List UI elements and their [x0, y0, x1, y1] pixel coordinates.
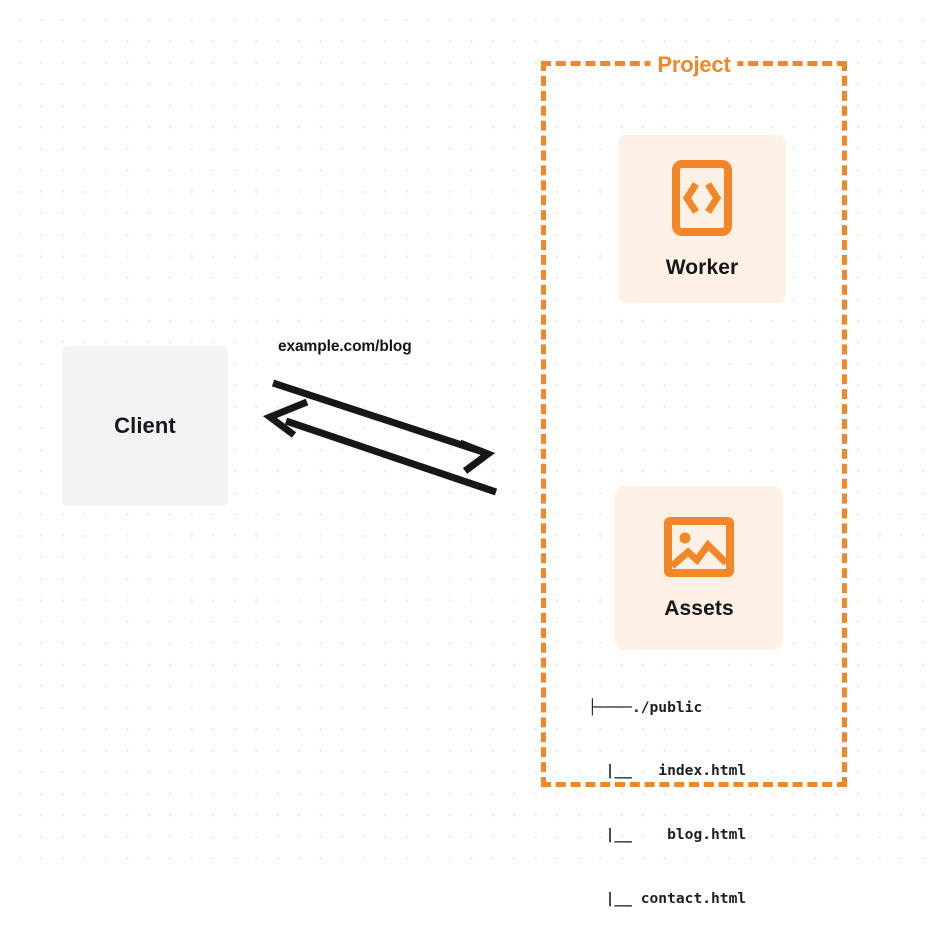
assets-node-label: Assets: [664, 596, 734, 620]
client-project-connector: [262, 379, 498, 496]
assets-node[interactable]: Assets: [615, 486, 783, 650]
file-tree-row: |__ index.html: [588, 760, 747, 781]
file-tree-row: |__ blog.html: [588, 824, 747, 845]
file-tree-row-name: blog.html: [631, 826, 747, 844]
client-node-label: Client: [114, 413, 176, 438]
diagram-canvas: Client example.com/blog Project: [0, 0, 938, 907]
response-arrow: [262, 398, 498, 496]
request-arrow: [271, 379, 496, 474]
file-tree-row-name: ./public: [631, 698, 703, 716]
worker-node-label: Worker: [665, 255, 739, 279]
project-container: Project Worker Assets: [541, 54, 847, 907]
file-tree-row-prefix: |__: [588, 762, 632, 780]
code-brackets-icon: [671, 159, 733, 242]
worker-node[interactable]: Worker: [618, 135, 786, 303]
file-tree-row-name: contact.html: [631, 890, 747, 908]
file-tree-row-prefix: |__: [588, 826, 632, 844]
image-picture-icon: [663, 516, 735, 583]
file-tree-row-prefix: |__: [588, 890, 632, 908]
edge-label-url: example.com/blog: [278, 338, 412, 355]
project-container-title: Project: [650, 54, 738, 76]
file-tree-row-name: index.html: [631, 762, 747, 780]
file-tree-row: ├────./public: [588, 697, 746, 718]
file-tree-row-prefix: ├────: [588, 698, 632, 716]
assets-file-tree: ├────./public |__ index.html |__ blog.ht…: [588, 654, 746, 952]
file-tree-row: |__ contact.html: [588, 888, 747, 909]
client-node[interactable]: Client: [62, 346, 228, 506]
